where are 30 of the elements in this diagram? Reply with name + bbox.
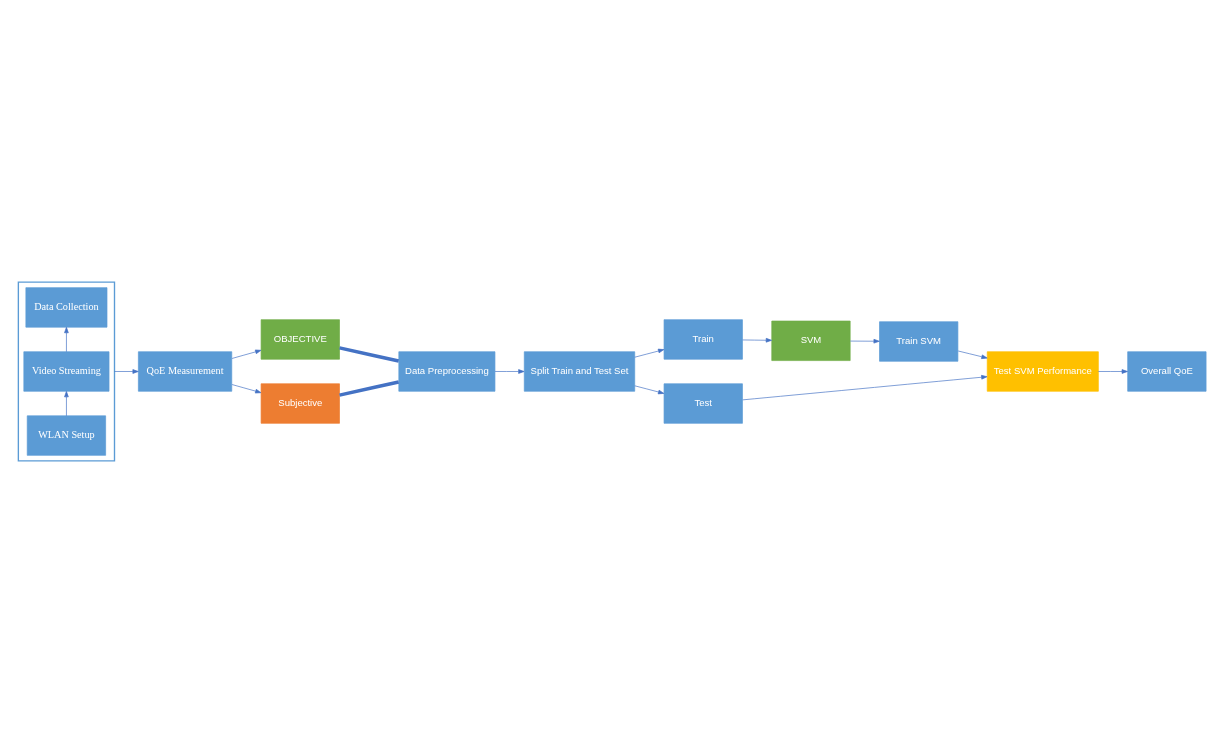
arrow <box>957 350 988 359</box>
node-box: Test <box>663 383 743 424</box>
node-box: Train <box>663 319 743 360</box>
arrow <box>114 369 139 374</box>
node-box: Test SVM Performance <box>986 351 1099 392</box>
connector <box>339 346 400 363</box>
arrow <box>1098 369 1128 374</box>
node-box: WLAN Setup <box>26 415 106 456</box>
arrow <box>742 338 772 343</box>
arrow <box>64 327 69 353</box>
node-box: Data Collection <box>25 287 108 328</box>
node-box: Overall QoE <box>1127 351 1207 392</box>
arrow <box>742 375 988 401</box>
cluster <box>17 281 116 462</box>
node-box: Subjective <box>260 383 340 424</box>
node-box: Split Train and Test Set <box>523 351 636 392</box>
arrow <box>634 348 665 358</box>
arrow <box>634 385 665 395</box>
node-box: Train SVM <box>879 321 959 362</box>
node-box: Video Streaming <box>23 351 110 392</box>
arrow <box>231 384 262 394</box>
node-box: OBJECTIVE <box>260 319 340 360</box>
arrow <box>64 391 69 417</box>
arrow <box>850 338 880 344</box>
arrow <box>231 349 262 359</box>
arrow <box>494 369 525 374</box>
connector <box>339 380 400 397</box>
node-box: SVM <box>771 320 851 361</box>
node-box: Data Preprocessing <box>398 351 496 392</box>
node-box: QoE Measurement <box>138 351 233 392</box>
